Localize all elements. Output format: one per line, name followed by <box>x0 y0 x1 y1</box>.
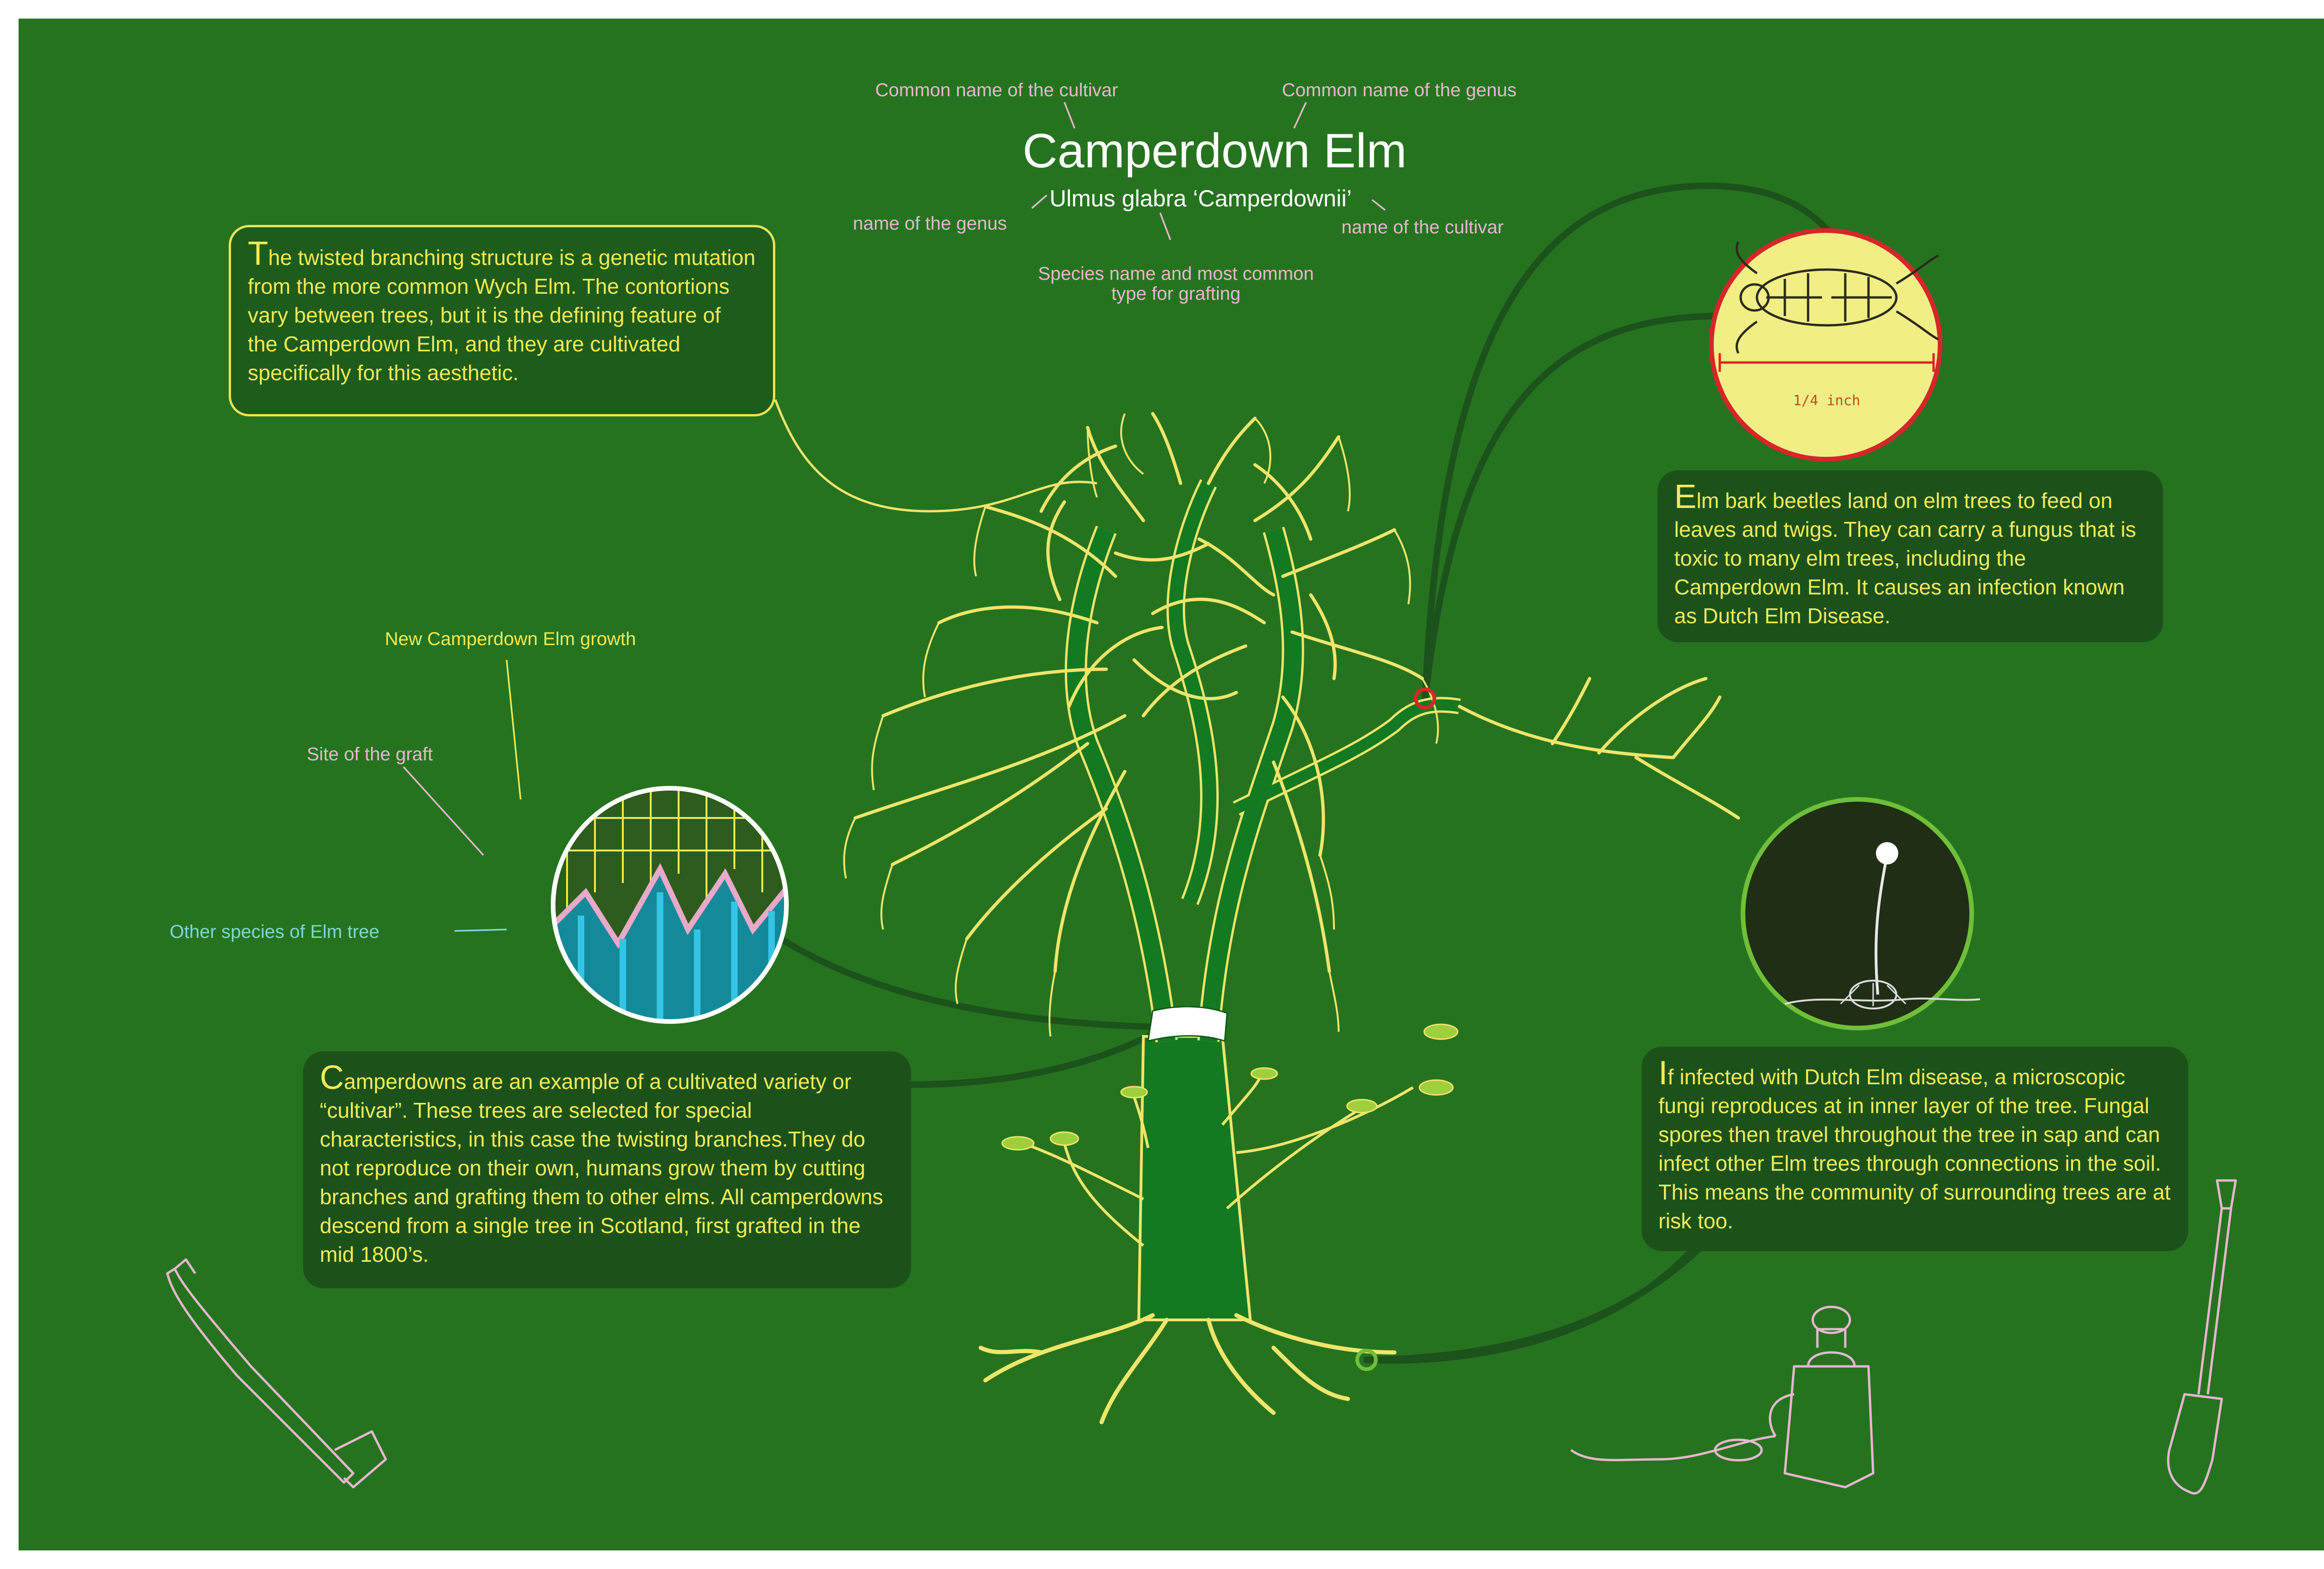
tree-crown <box>853 412 1424 973</box>
diagram-art <box>166 102 2237 1495</box>
page-title: Camperdown Elm <box>1023 124 1407 178</box>
tree-right-branch <box>1458 677 1740 820</box>
label-graft-site: Site of the graft <box>307 744 433 765</box>
fungus-magnifier <box>1741 797 1981 1030</box>
connector-beetle-a <box>1422 182 1853 702</box>
box-twisted-initial: T <box>248 235 268 272</box>
leader-species <box>1159 212 1171 240</box>
box-infection-text: f infected with Dutch Elm disease, a mic… <box>1658 1065 2171 1233</box>
label-species: Species name and most common type for gr… <box>1013 263 1339 303</box>
box-twisted-text: he twisted branching structure is a gene… <box>248 245 756 385</box>
label-genus: name of the genus <box>853 213 1007 234</box>
leader-genus-common <box>1293 102 1307 129</box>
graft-band <box>1147 1006 1228 1042</box>
leader-other-species <box>454 929 507 932</box>
beetle-magnifier <box>1709 228 1942 461</box>
leader-cultivar <box>1371 199 1386 211</box>
sprayer-icon <box>1570 1305 1875 1489</box>
shovel-icon <box>2167 1179 2237 1495</box>
label-leaders <box>403 102 1386 856</box>
connector-cultivar-box <box>881 1026 1165 1088</box>
scientific-name: Ulmus glabra ‘Camperdownii’ <box>1050 185 1352 211</box>
label-species-line-1: Species name and most common <box>1038 264 1314 284</box>
box-cultivar: Camperdowns are an example of a cultivat… <box>303 1051 911 1288</box>
label-cultivar: name of the cultivar <box>1341 217 1504 237</box>
beetle-icon <box>1735 241 1939 354</box>
box-infection-initial: I <box>1658 1055 1668 1092</box>
label-other-species: Other species of Elm tree <box>170 922 380 942</box>
connector-root-box <box>1363 1224 1714 1364</box>
box-infection: If infected with Dutch Elm disease, a mi… <box>1642 1047 2188 1251</box>
label-genus-common: Common name of the genus <box>1282 80 1517 100</box>
tree-twigs <box>843 413 1439 1037</box>
fungus-icon <box>1784 842 1981 1009</box>
leader-cultivar-common <box>1063 102 1076 129</box>
box-cultivar-initial: C <box>320 1059 344 1096</box>
box-twisted-structure: The twisted branching structure is a gen… <box>229 225 775 416</box>
box-beetles-text: lm bark beetles land on elm trees to fee… <box>1674 488 2136 628</box>
leader-graft-site <box>403 766 484 856</box>
tree-main-limbs-fill <box>1067 480 1460 1042</box>
sucker-leaves <box>1001 1023 1459 1151</box>
box-beetles-initial: E <box>1674 478 1697 515</box>
camperdown-elm-tree <box>843 412 1740 1424</box>
leader-new-growth <box>506 659 522 800</box>
label-cultivar-common: Common name of the cultivar <box>875 80 1118 100</box>
beetle-marker <box>1414 687 1436 710</box>
tree-roots <box>978 1313 1397 1424</box>
axe-icon <box>166 1258 387 1489</box>
tree-suckers <box>1022 1077 1414 1247</box>
box-beetles: Elm bark beetles land on elm trees to fe… <box>1657 470 2163 642</box>
box-cultivar-text: amperdowns are an example of a cultivate… <box>320 1069 883 1266</box>
tree-trunk <box>1137 1035 1252 1321</box>
label-species-line-2: type for grafting <box>1111 283 1241 304</box>
scale-label: 1/4 inch <box>1793 393 1861 409</box>
root-marker <box>1355 1349 1378 1371</box>
infographic-board: Common name of the cultivar Common name … <box>19 19 2324 1550</box>
leader-twisted <box>774 399 1097 513</box>
leader-genus <box>1031 194 1048 209</box>
graft-magnifier <box>551 786 789 1024</box>
label-new-growth: New Camperdown Elm growth <box>385 629 636 649</box>
